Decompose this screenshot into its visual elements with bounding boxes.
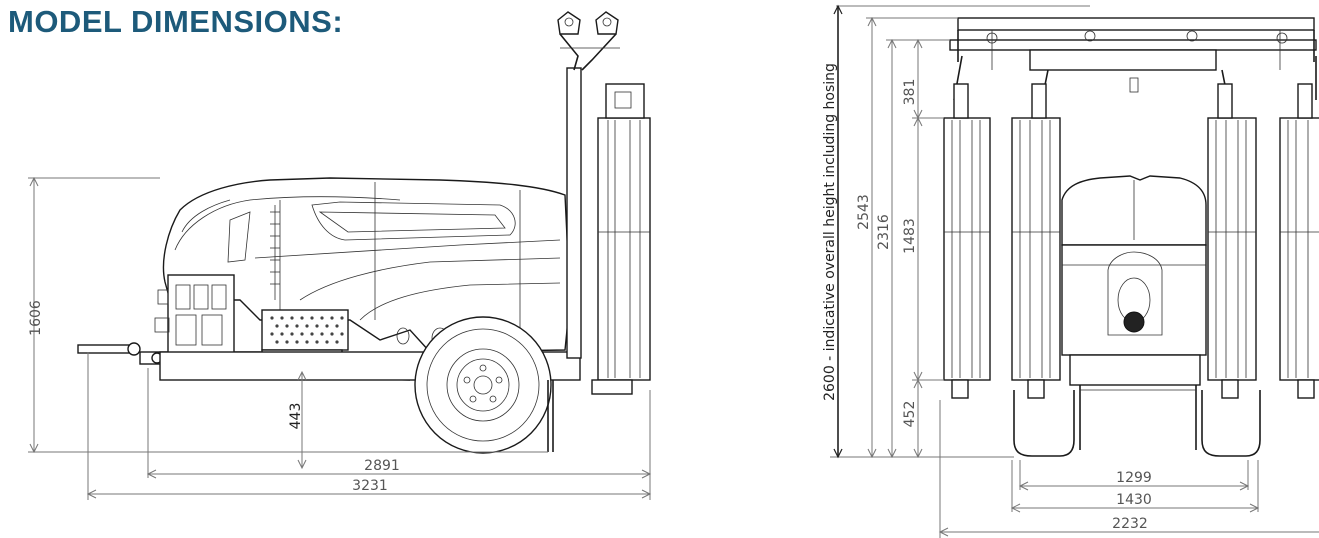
dim-width-2232: 2232 — [1112, 516, 1148, 532]
dim-seg-1483: 1483 — [902, 218, 918, 254]
boom-right-inner — [1207, 83, 1257, 399]
front-wheel-right — [1201, 390, 1261, 457]
front-view-sprayer — [943, 17, 1319, 457]
dim-length-3231: 3231 — [352, 478, 388, 494]
fan-tower — [557, 11, 651, 395]
boom-left-outer — [943, 83, 991, 399]
tank-front — [1061, 175, 1207, 450]
dim-height-2543: 2543 — [856, 194, 872, 230]
dim-hosing-note-2600: 2600 - indicative overall height includi… — [822, 63, 838, 401]
top-frame — [949, 17, 1317, 101]
dim-ground-clearance-443: 443 — [288, 403, 304, 430]
side-view-dimensions — [28, 176, 652, 500]
tank-body — [162, 177, 571, 353]
dim-side-height-1606: 1606 — [28, 300, 44, 336]
front-wheel-left — [1013, 390, 1075, 457]
page-title: MODEL DIMENSIONS: — [8, 4, 344, 39]
dim-height-2316: 2316 — [876, 214, 892, 250]
dim-seg-381: 381 — [902, 79, 918, 106]
dim-length-2891: 2891 — [364, 458, 400, 474]
side-wheel — [414, 316, 552, 454]
front-view-dimensions — [830, 4, 1319, 538]
dim-seg-452: 452 — [902, 401, 918, 428]
side-view-sprayer — [77, 11, 651, 454]
dim-width-1430: 1430 — [1116, 492, 1152, 508]
boom-left-inner — [1011, 83, 1061, 399]
boom-right-outer — [1279, 83, 1319, 399]
dim-width-1299: 1299 — [1116, 470, 1152, 486]
valve-block — [154, 274, 235, 356]
